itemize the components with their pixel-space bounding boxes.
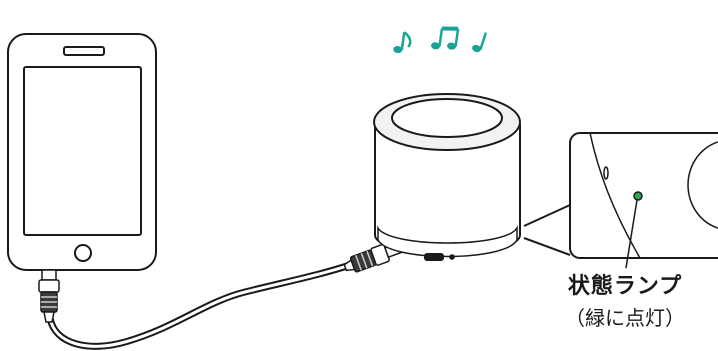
- smartphone: [8, 34, 156, 270]
- status-lamp-led: [634, 192, 642, 200]
- status-lamp-sublabel: （緑に点灯）: [535, 302, 715, 331]
- leader-line: [524, 205, 570, 226]
- phone-plug-collar: [39, 280, 59, 292]
- cable-wire-inner: [50, 265, 350, 346]
- music-notes: [393, 25, 487, 54]
- phone-plug-boot: [44, 312, 54, 322]
- phone-plug-tip: [42, 270, 56, 280]
- eighth-note-icon: [471, 30, 486, 53]
- status-lamp-label: 状態ランプ: [535, 268, 715, 300]
- eighth-note-icon: [393, 31, 412, 54]
- phone-plug: [39, 270, 59, 322]
- speaker: [374, 94, 520, 260]
- speaker-input-port: [425, 254, 443, 260]
- zoom-detail: [570, 133, 718, 268]
- beamed-notes-icon: [431, 25, 459, 52]
- callout-leaders: [524, 205, 570, 255]
- zoom-frame: [570, 133, 718, 258]
- audio-cable: [50, 265, 350, 346]
- leader-line: [524, 238, 570, 255]
- speaker-top-grille: [392, 99, 502, 137]
- speaker-status-lamp: [450, 255, 454, 259]
